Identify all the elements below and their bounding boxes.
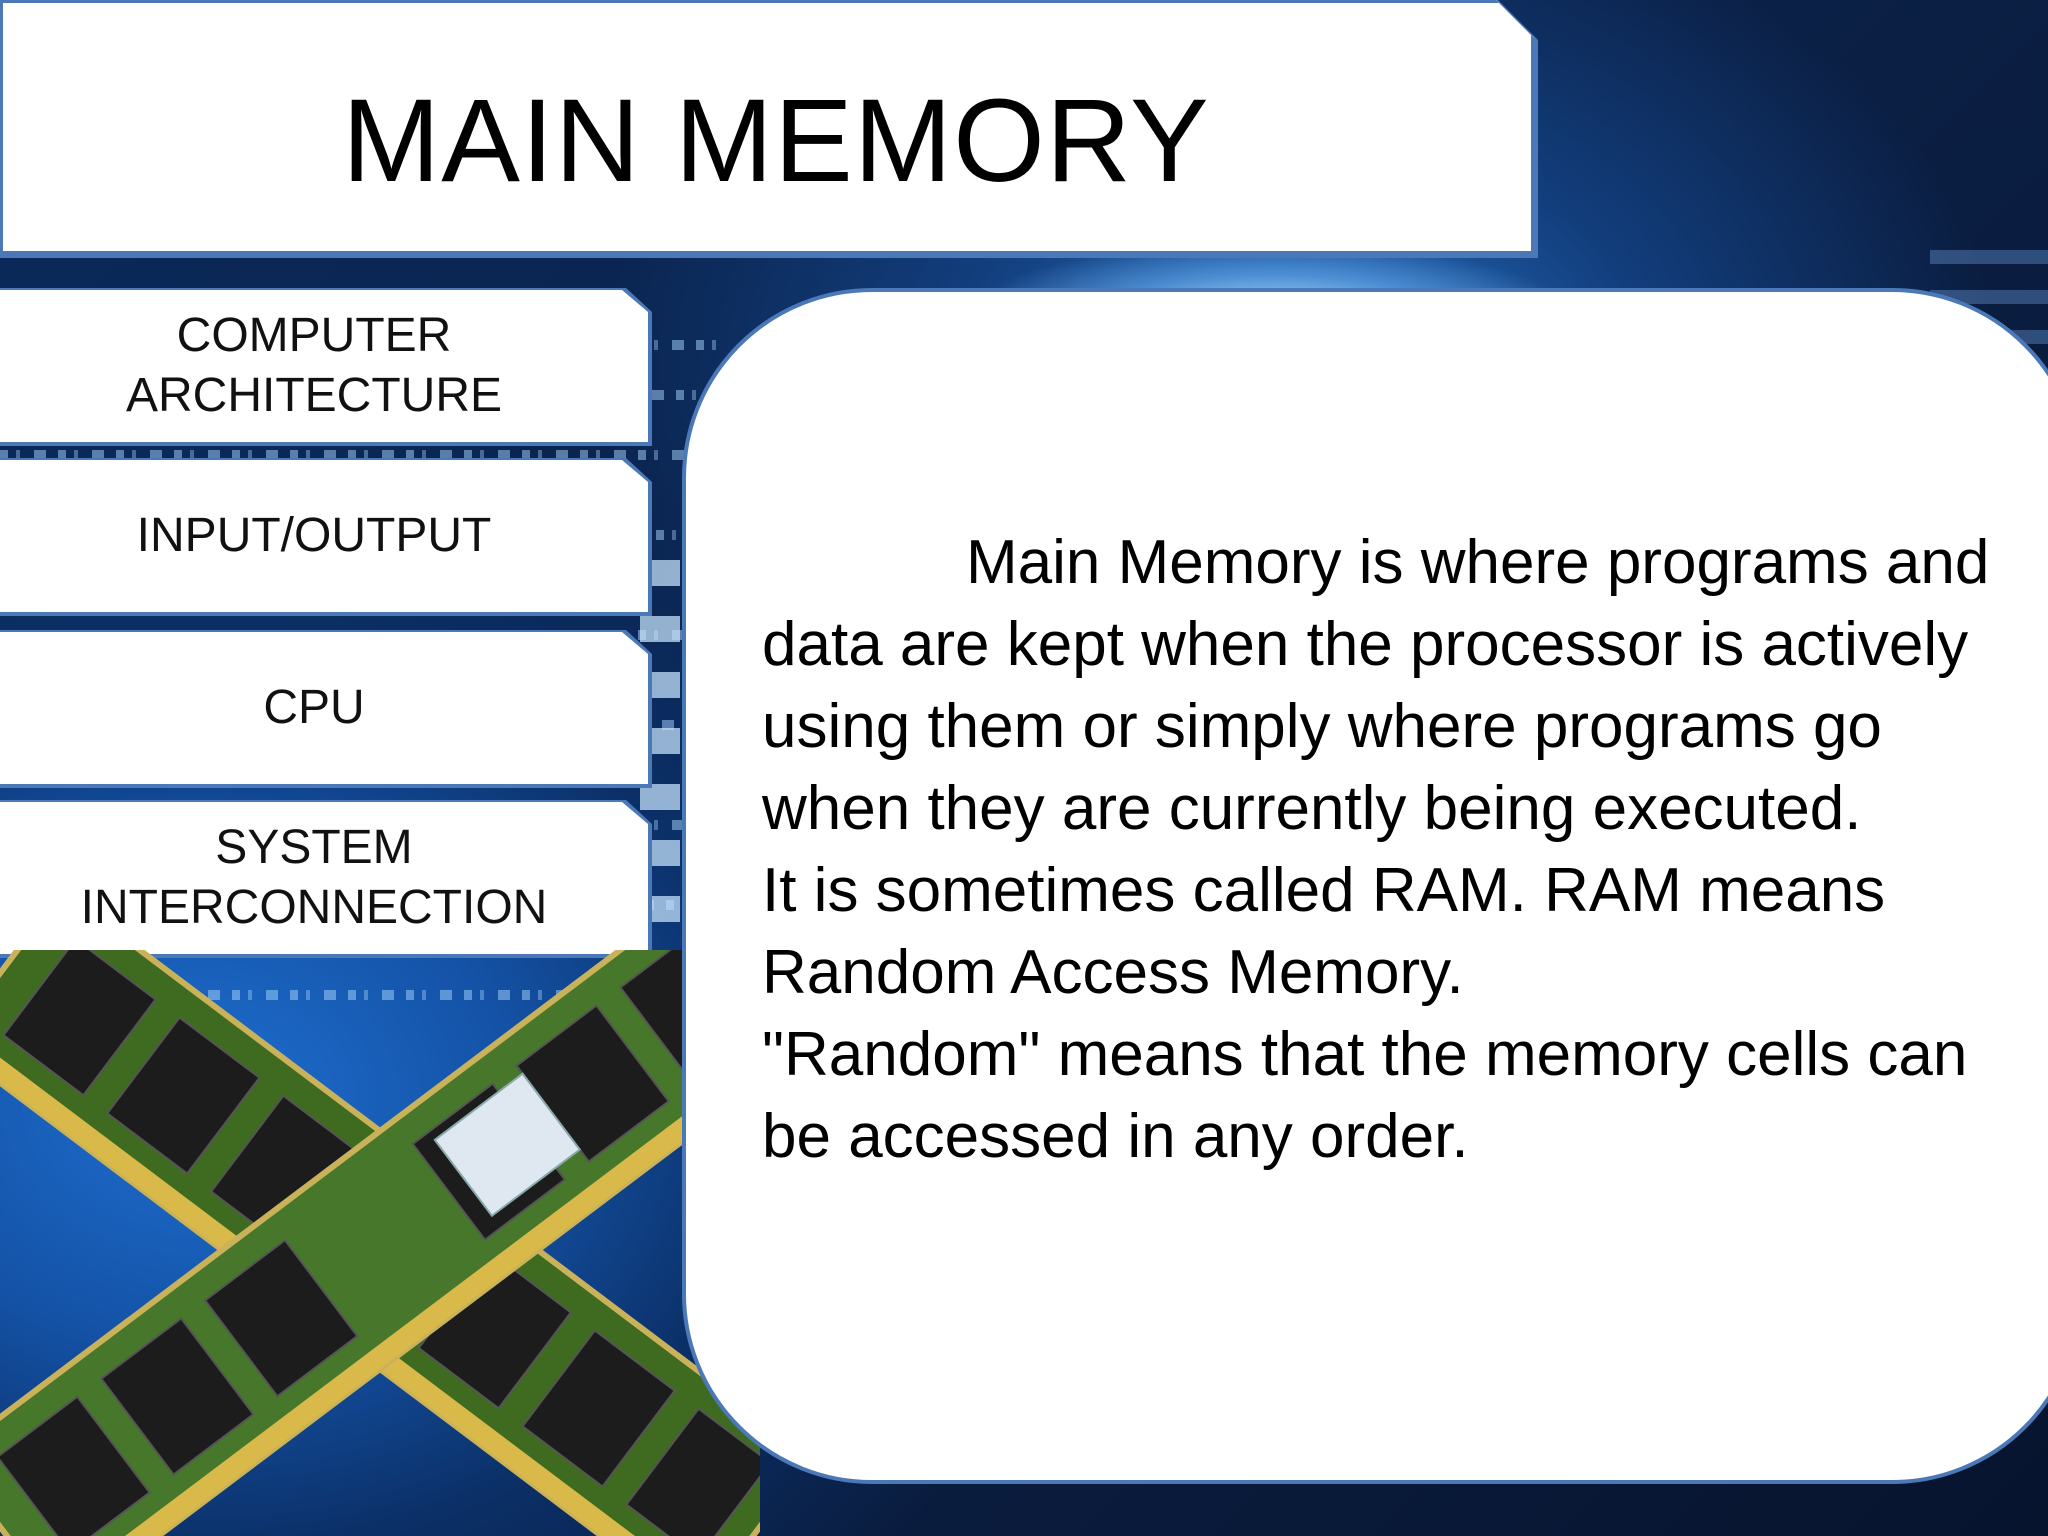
page-title: MAIN MEMORY [342,75,1210,207]
nav-tab-cpu[interactable]: CPU [0,632,648,784]
content-paragraph: It is sometimes called RAM. RAM means Ra… [762,856,1886,1007]
nav-tab-input-output[interactable]: INPUT/OUTPUT [0,460,648,612]
nav-tab-label: CPU [263,681,365,734]
content-paragraph: "Random" means that the memory cells can… [762,1020,1968,1171]
nav-tab-label: INPUT/OUTPUT [136,509,492,562]
nav-tab-label: SYSTEM INTERCONNECTION [80,821,548,934]
title-banner [0,0,1534,254]
content-card [682,288,2048,1484]
nav-tab-label: COMPUTER ARCHITECTURE [125,309,502,422]
content-paragraph: Main Memory is where programs and data a… [762,528,1990,843]
nav-tab-system-interconnection[interactable]: SYSTEM INTERCONNECTION [0,802,648,954]
ram-modules-crossed-icon [0,950,760,1536]
content-body: Main Memory is where programs and data a… [762,522,2002,1178]
nav-tab-computer-architecture[interactable]: COMPUTER ARCHITECTURE [0,290,648,442]
